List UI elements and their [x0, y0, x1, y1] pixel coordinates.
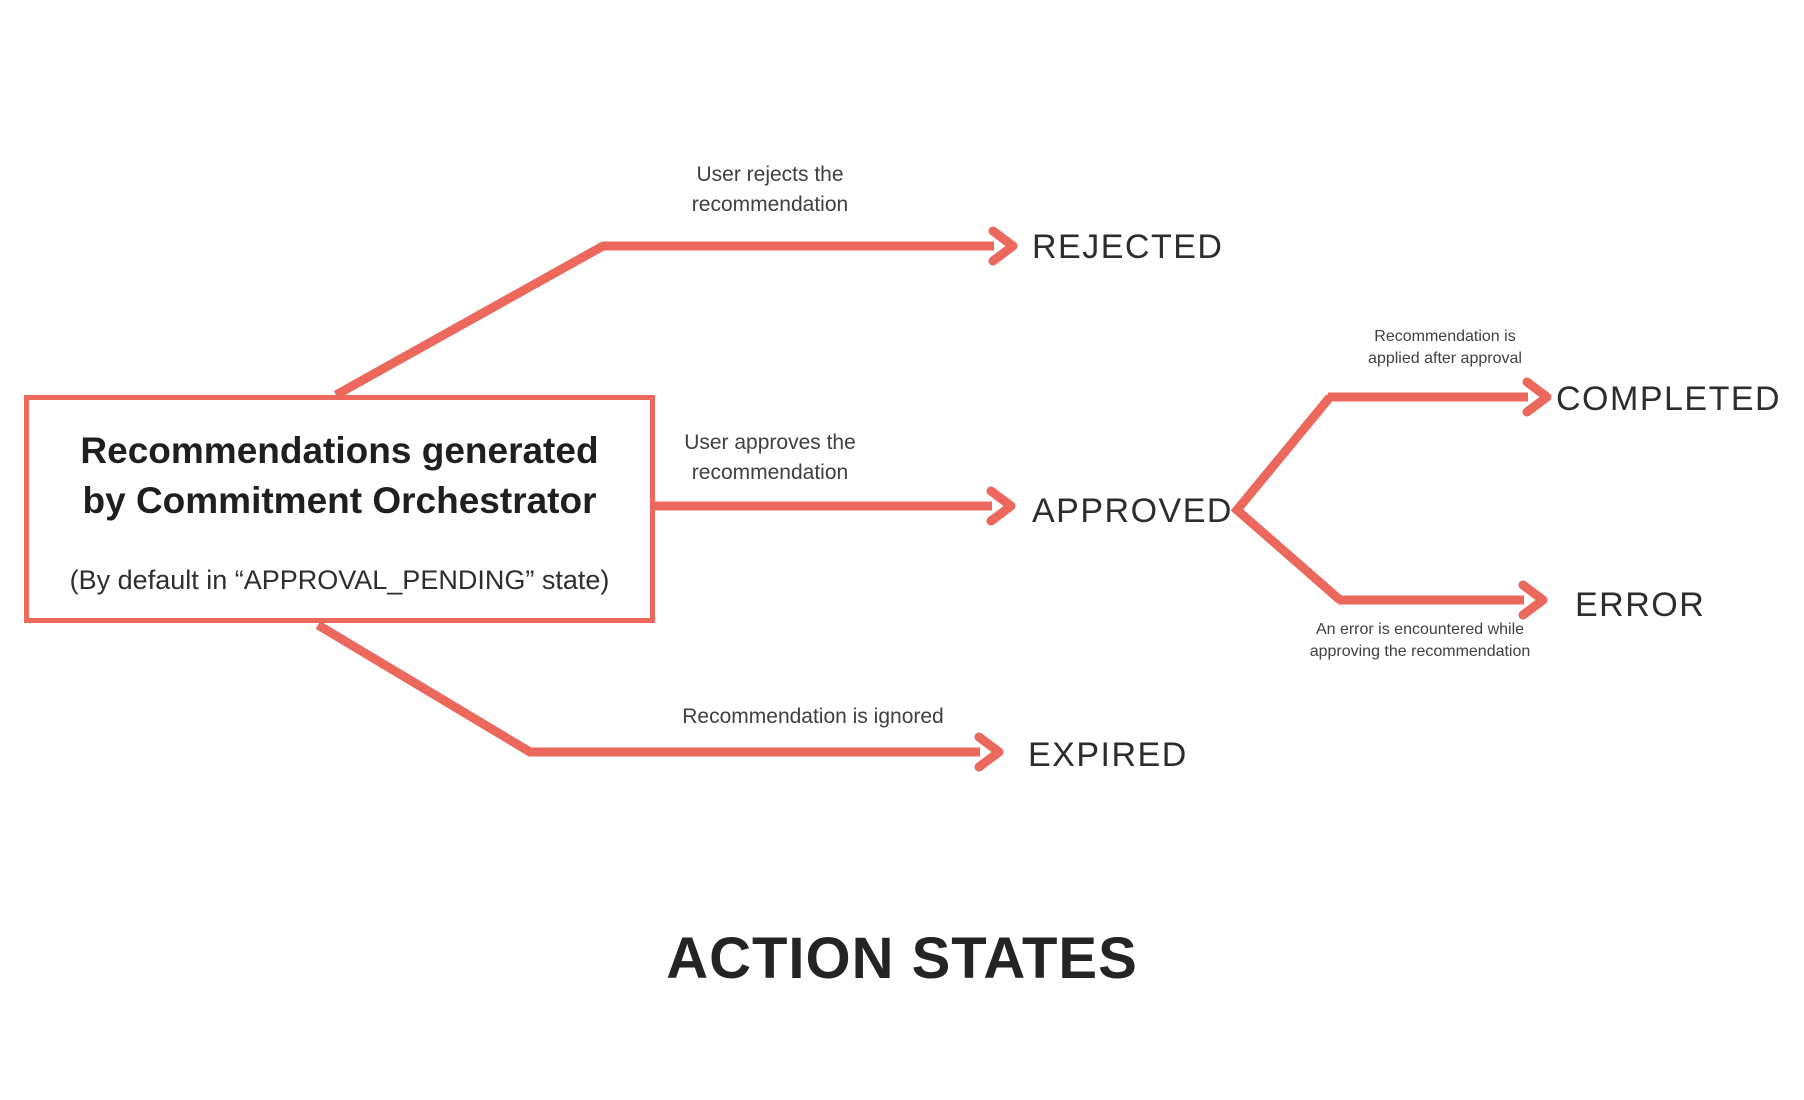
edge-label-completed: Recommendation is applied after approval	[1295, 326, 1595, 370]
arrow-line-expired	[315, 621, 980, 757]
arrow-head-approved	[986, 486, 1016, 526]
arrow-head-expired	[974, 732, 1004, 772]
fork-approved-up	[1230, 394, 1343, 604]
edge-label-error-line1: An error is encountered while	[1315, 621, 1525, 638]
edge-label-error-line2: approving the recommendation	[1309, 643, 1531, 660]
edge-label-approved: User approves the recommendation	[570, 428, 970, 488]
edge-label-rejected-line2: recommendation	[691, 193, 849, 216]
diagram-title: ACTION STATES	[666, 926, 1138, 991]
arrow-head-rejected	[988, 226, 1018, 266]
edge-label-approved-line2: recommendation	[691, 461, 849, 484]
edge-label-expired-line1: Recommendation is ignored	[682, 705, 944, 728]
source-box-subtitle: (By default in “APPROVAL_PENDING” state)	[69, 565, 610, 595]
state-rejected: REJECTED	[1032, 228, 1224, 266]
edge-label-expired: Recommendation is ignored	[613, 702, 1013, 732]
arrow-line-rejected	[333, 241, 994, 399]
edge-label-approved-line1: User approves the	[684, 431, 856, 454]
edge-label-rejected-line1: User rejects the	[696, 163, 844, 186]
source-box-title-line2: by Commitment Orchestrator	[82, 480, 597, 521]
arrow-head-error	[1518, 580, 1548, 620]
source-box: Recommendations generated by Commitment …	[24, 395, 655, 623]
state-approved: APPROVED	[1032, 492, 1233, 530]
state-expired: EXPIRED	[1028, 736, 1188, 774]
state-error: ERROR	[1575, 586, 1706, 624]
source-box-title: Recommendations generated by Commitment …	[29, 426, 650, 526]
source-box-title-line1: Recommendations generated	[80, 430, 599, 471]
edge-label-error: An error is encountered while approving …	[1270, 619, 1570, 663]
edge-label-rejected: User rejects the recommendation	[570, 160, 970, 220]
arrow-head-completed	[1522, 377, 1552, 417]
edge-label-completed-line1: Recommendation is	[1374, 328, 1516, 345]
edge-label-completed-line2: applied after approval	[1368, 350, 1522, 367]
state-completed: COMPLETED	[1556, 380, 1782, 418]
